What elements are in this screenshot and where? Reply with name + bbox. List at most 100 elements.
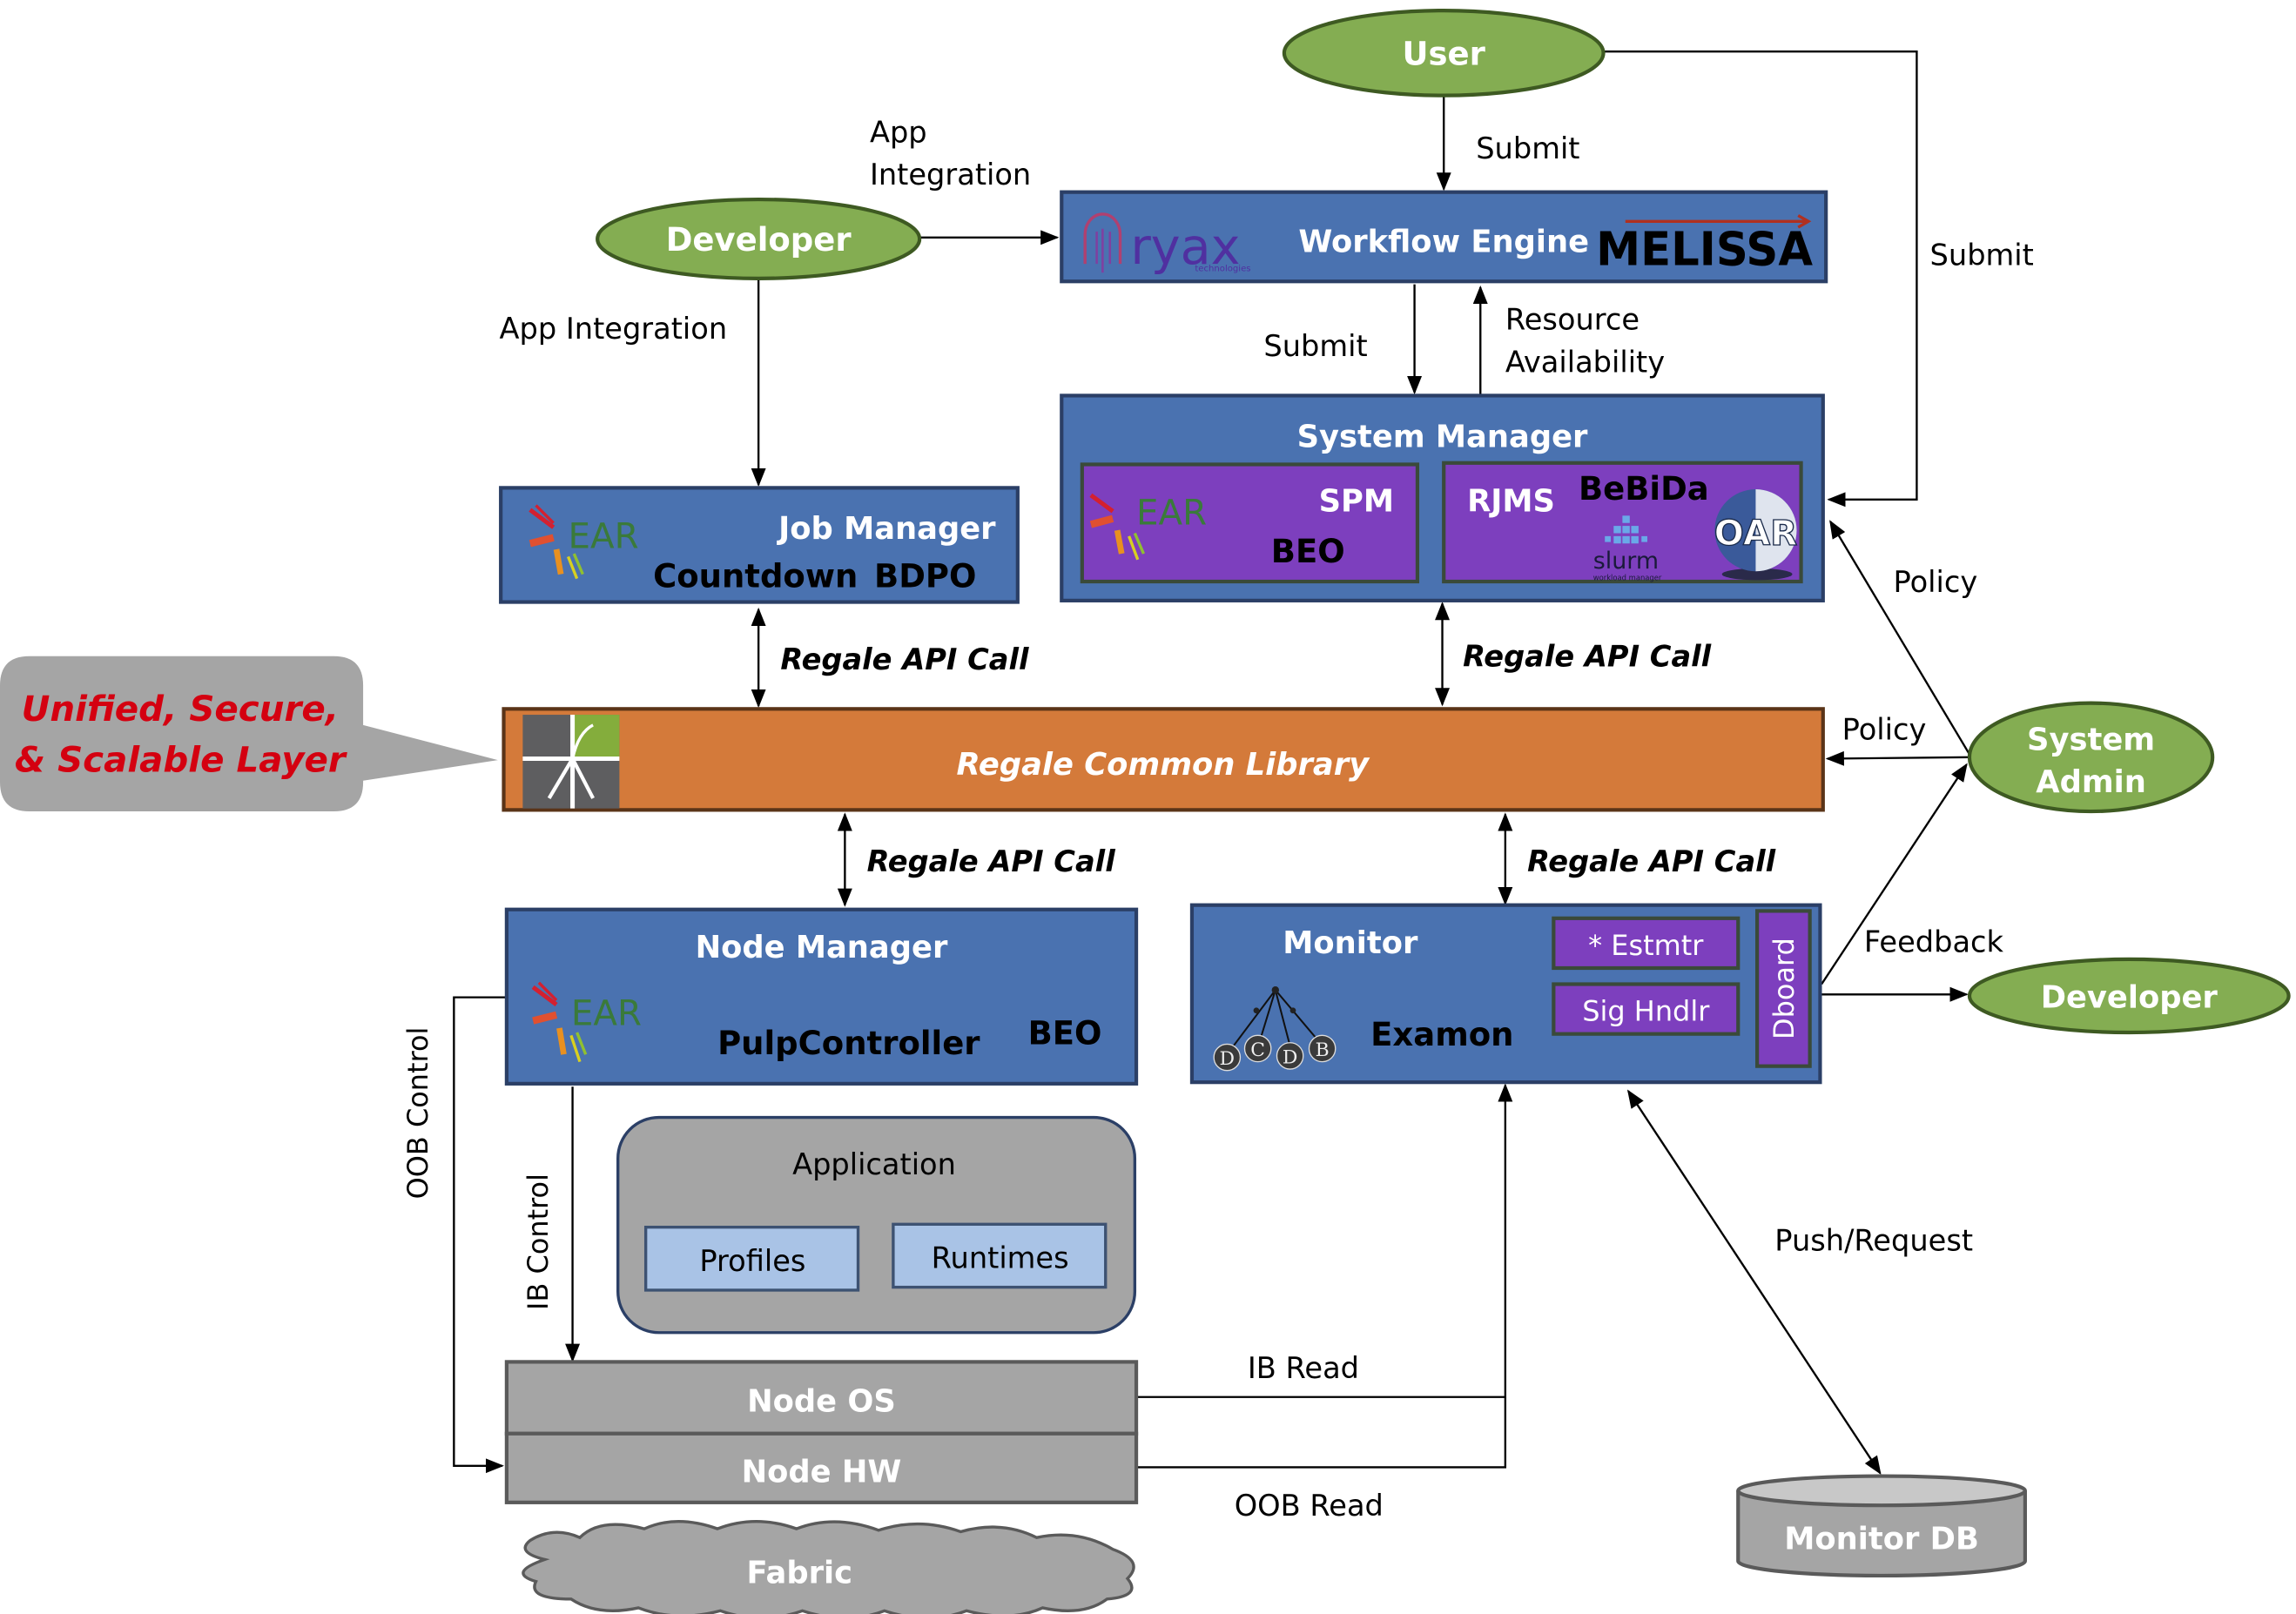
edge-monitor-feedback-to-admin: [1821, 763, 1968, 985]
label-oob-control: OOB Control: [401, 1027, 434, 1200]
dashboard-box[interactable]: Dboard: [1755, 909, 1812, 1068]
workflow-engine-title: Workflow Engine: [1298, 225, 1589, 260]
profiles-box[interactable]: Profiles: [643, 1225, 860, 1292]
fabric-label: Fabric: [746, 1555, 852, 1590]
label-submit-right: Submit: [1930, 239, 2034, 272]
actor-developer-top-label: Developer: [666, 221, 852, 259]
node-os-label: Node OS: [747, 1384, 896, 1420]
edge-monitor-db: [1626, 1089, 1882, 1475]
connectors: [453, 50, 1970, 1475]
label-policy-sm: Policy: [1894, 565, 1978, 599]
job-manager-bdpo: BDPO: [874, 558, 976, 595]
svg-text:EAR: EAR: [571, 993, 642, 1034]
spm-label: SPM: [1319, 483, 1394, 519]
job-manager-countdown: Countdown: [653, 558, 858, 595]
actor-user[interactable]: User: [1282, 9, 1606, 98]
label-policy-lib: Policy: [1842, 713, 1927, 747]
label-resource-availability-2: Availability: [1505, 346, 1665, 380]
label-ib-read: IB Read: [1248, 1351, 1359, 1385]
regale-common-library[interactable]: Regale Common Library: [502, 707, 1825, 812]
estimator-box[interactable]: * Estmtr: [1552, 916, 1741, 971]
examon-label: Examon: [1370, 1016, 1513, 1053]
edge-user-to-system-manager: [1605, 50, 1918, 508]
estimator-label: * Estmtr: [1588, 929, 1704, 962]
actor-system-admin[interactable]: System Admin: [1967, 701, 2215, 814]
label-push-request: Push/Request: [1774, 1224, 1973, 1258]
ear-logo-icon: EAR: [1089, 492, 1207, 561]
label-api-call-jm: Regale API Call: [780, 642, 1029, 676]
runtimes-box[interactable]: Runtimes: [892, 1222, 1108, 1289]
svg-text:technologies: technologies: [1195, 264, 1250, 273]
svg-text:EAR: EAR: [1136, 492, 1207, 533]
runtimes-label: Runtimes: [932, 1241, 1069, 1275]
svg-text:EAR: EAR: [569, 515, 639, 556]
melissa-logo-icon: MELISSA: [1596, 214, 1813, 277]
edge-oob-read: [1136, 1396, 1507, 1469]
actor-system-admin-line2: Admin: [2036, 764, 2146, 800]
system-manager-right-panel[interactable]: RJMS BeBiDa slurm workload manager OAR: [1442, 461, 1803, 584]
callout-line2: & Scalable Layer: [15, 740, 347, 781]
actor-developer-top[interactable]: Developer: [596, 197, 922, 280]
fabric-cloud[interactable]: Fabric: [522, 1520, 1135, 1614]
svg-text:MELISSA: MELISSA: [1596, 222, 1813, 277]
workflow-engine[interactable]: ryax technologies Workflow Engine MELISS…: [1060, 190, 1828, 284]
label-submit-user: Submit: [1476, 131, 1579, 165]
node-manager-beo-label: BEO: [1028, 1014, 1102, 1052]
svg-text:ryax: ryax: [1130, 219, 1240, 276]
dashboard-label: Dboard: [1767, 938, 1801, 1039]
label-api-call-sm: Regale API Call: [1463, 640, 1712, 674]
pulpcontroller-label: PulpController: [717, 1025, 980, 1062]
label-api-call-mon: Regale API Call: [1527, 844, 1776, 878]
svg-text:OAR: OAR: [1714, 513, 1798, 554]
beo-label: BEO: [1271, 533, 1345, 570]
node-hw-label: Node HW: [742, 1454, 902, 1490]
job-manager[interactable]: EAR Job Manager Countdown BDPO: [499, 486, 1020, 604]
node-manager-title: Node Manager: [696, 930, 948, 965]
node-os[interactable]: Node OS: [504, 1360, 1139, 1436]
svg-text:C: C: [1250, 1039, 1265, 1061]
callout-unified-layer: Unified, Secure, & Scalable Layer: [0, 656, 498, 812]
ear-logo-icon: EAR: [529, 504, 639, 580]
rjms-label: RJMS: [1467, 483, 1555, 519]
label-submit-wf: Submit: [1263, 329, 1367, 363]
node-hw[interactable]: Node HW: [504, 1431, 1139, 1504]
signal-handler-label: Sig Hndlr: [1582, 995, 1710, 1028]
job-manager-title: Job Manager: [777, 511, 996, 547]
node-manager[interactable]: Node Manager EAR PulpController BEO: [504, 907, 1139, 1086]
actor-user-label: User: [1403, 35, 1486, 72]
application[interactable]: Application Profiles Runtimes: [616, 1115, 1137, 1335]
actor-developer-bottom-label: Developer: [2041, 979, 2219, 1015]
oar-logo-icon: OAR: [1714, 489, 1798, 581]
regale-logo-icon: [522, 715, 620, 809]
callout-line1: Unified, Secure,: [22, 689, 339, 730]
label-app-integration-top-2: Integration: [870, 158, 1031, 192]
svg-text:slurm: slurm: [1593, 548, 1659, 575]
system-manager[interactable]: System Manager EAR SPM BEO RJMS BeBiDa: [1060, 393, 1825, 602]
svg-text:D: D: [1283, 1046, 1298, 1068]
monitor-db[interactable]: Monitor DB: [1736, 1474, 2027, 1578]
label-app-integration-left: App Integration: [499, 312, 727, 346]
actor-developer-bottom[interactable]: Developer: [1967, 957, 2291, 1035]
label-feedback: Feedback: [1864, 925, 2004, 958]
slurm-logo-icon: slurm workload manager: [1593, 515, 1662, 582]
monitor-db-label: Monitor DB: [1784, 1522, 1979, 1557]
label-oob-read: OOB Read: [1235, 1489, 1384, 1523]
edge-admin-to-library-policy: [1825, 750, 1969, 766]
monitor[interactable]: Monitor D C D B Examon * Estmtr Sig Hndl…: [1189, 903, 1822, 1085]
label-resource-availability-1: Resource: [1505, 303, 1640, 337]
actor-system-admin-line1: System: [2027, 722, 2155, 757]
label-app-integration-top-1: App: [870, 115, 927, 149]
dcdb-logo-icon: D C D B: [1213, 986, 1337, 1072]
signal-handler-box[interactable]: Sig Hndlr: [1552, 982, 1741, 1036]
edge-oob-control: [453, 996, 507, 1474]
system-manager-left-panel[interactable]: EAR SPM BEO: [1080, 462, 1420, 584]
application-title: Application: [792, 1147, 956, 1181]
monitor-title: Monitor: [1283, 925, 1418, 961]
ear-logo-icon: EAR: [531, 981, 642, 1063]
label-api-call-nm: Regale API Call: [867, 844, 1116, 878]
svg-text:B: B: [1316, 1039, 1330, 1061]
svg-text:workload manager: workload manager: [1593, 573, 1662, 582]
ryax-logo-icon: ryax technologies: [1083, 212, 1251, 276]
svg-text:D: D: [1220, 1048, 1236, 1070]
